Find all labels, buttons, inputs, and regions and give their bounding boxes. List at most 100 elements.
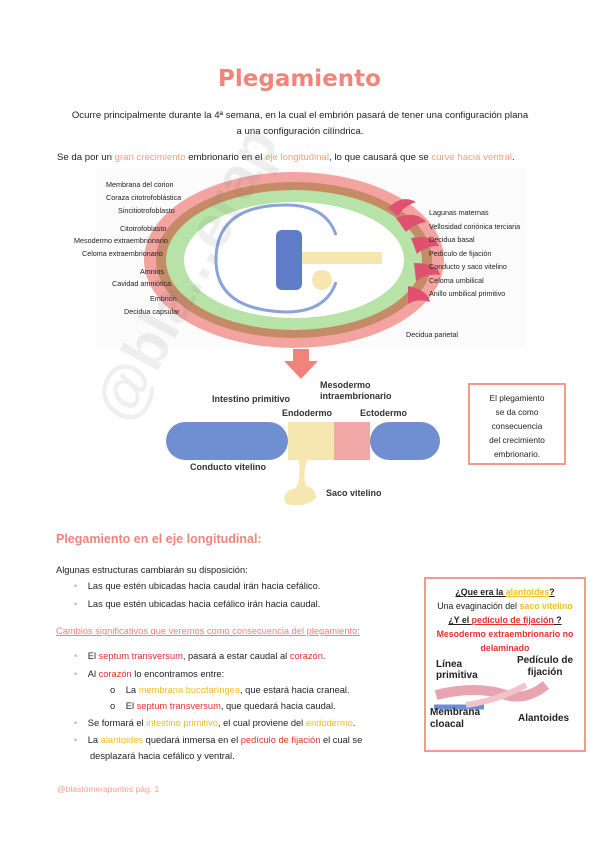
structures-bullet-1: • Las que estén ubicadas hacia caudal ir… (74, 581, 320, 591)
text-span: La (125, 685, 139, 695)
highlight-intestino: intestino primitivo (146, 718, 218, 728)
text-span: quedará inmersa en el (143, 735, 241, 745)
bullet-icon: • (74, 735, 78, 745)
text-span: Se da por un (57, 152, 115, 163)
text-span: ¿Que era la (455, 587, 506, 597)
label-pediculo-fijacion: Pedículo de fijación (516, 655, 574, 678)
text-span: Al (87, 669, 99, 679)
note-line: embrionario. (493, 449, 541, 459)
uterus-diagram: Membrana del corion Coraza citotrofoblás… (74, 168, 526, 348)
label-vellosidad: Vellosidad coriónica terciaria (429, 222, 521, 231)
text-span: ? (549, 587, 555, 597)
note-line: consecuencia (491, 421, 543, 431)
highlight-alantoides: alantoides (100, 735, 144, 745)
sub-bullet-icon: o (110, 701, 116, 711)
text-span: El (87, 651, 99, 661)
text-span: lo encontramos entre: (131, 669, 225, 679)
label-citotrofo: Citotrofoblasto (120, 224, 167, 233)
text-span: Se formará el (87, 718, 147, 728)
text-span: La (87, 735, 101, 745)
bullet-text: Las que estén ubicadas hacia cefálico ir… (87, 599, 321, 609)
change-bullet-1: • El septum transversum, pasará a estar … (74, 651, 325, 661)
side-q2: ¿Y el pedículo de fijación ? (426, 613, 584, 627)
label-embrion: Embrión (150, 294, 177, 303)
label-decidua-parietal: Decidua parietal (406, 330, 458, 339)
text-span: . (511, 152, 515, 163)
page-title: Plegamiento (218, 66, 381, 92)
label-ectodermo: Ectodermo (360, 408, 408, 418)
change-sub-1: o La membrana bucofaríngea, que estará h… (110, 685, 350, 695)
text-span: , el cual proviene del (217, 718, 306, 728)
highlight-endodermo: endodermo (305, 718, 353, 728)
note-box: El plegamiento se da como consecuencia d… (468, 383, 566, 465)
highlight-alantoides: alantoides (505, 587, 550, 597)
highlight-saco-vitelino: saco vitelino (519, 601, 573, 611)
highlight-gran-crecimiento: gran crecimiento (114, 152, 186, 163)
label-amnios: Amnios (140, 267, 164, 276)
label-membrana-corion: Membrana del corion (106, 180, 174, 189)
label-endodermo: Endodermo (282, 408, 333, 418)
structures-bullet-2: • Las que estén ubicadas hacia cefálico … (74, 599, 320, 609)
change-sub-2: o El septum transversum, que quedará hac… (110, 701, 336, 711)
change-bullet-4-cont: desplazará hacia cefálico y ventral. (90, 751, 235, 761)
highlight-corazon: corazón (98, 669, 132, 679)
alantoides-illustration (434, 680, 550, 710)
side-q1: ¿Que era la alantoides? (426, 585, 584, 599)
label-intestino-primitivo: Intestino primitivo (212, 394, 291, 404)
label-saco-vitelino: Saco vitelino (326, 488, 382, 498)
sub-bullet-icon: o (110, 685, 116, 695)
footer: @blastomerapuntes pág. 1 (57, 784, 160, 794)
label-conducto-vitelino: Conducto vitelino (190, 462, 266, 472)
label-mesodermo-intra: Mesodermo intraembrionario (320, 380, 392, 401)
text-span: ¿Y el (448, 615, 472, 625)
label-membrana-cloacal: Membrana cloacal (430, 707, 481, 730)
highlight-eje-longitudinal: eje longitudinal (265, 152, 330, 163)
text-span: ? (553, 615, 562, 625)
label-celoma-umbilical: Celoma umbilical (429, 276, 484, 285)
gut-tube-diagram: Intestino primitivo Mesodermo intraembri… (160, 378, 450, 510)
changes-heading: Cambios significativos que veremos como … (56, 626, 360, 636)
intro-line-1: Ocurre principalmente durante la 4ª sema… (71, 110, 529, 121)
label-cavidad-amniotica: Cavidad amniótica (112, 279, 172, 288)
uterus-illustration (96, 168, 526, 348)
change-bullet-3: • Se formará el intestino primitivo, el … (74, 718, 355, 728)
side-a1: Una evaginación del saco vitelino (426, 599, 584, 613)
text-span: . (322, 651, 326, 661)
label-sincitio: Sincitiotrofoblasto (118, 206, 175, 215)
bullet-icon: • (74, 669, 78, 679)
text-span: . (352, 718, 356, 728)
highlight-pediculo: pedículo de fijación (471, 615, 554, 625)
label-linea-primitiva: Línea primitiva (436, 659, 478, 681)
side-a2: Mesodermo extraembrionario no delaminado (436, 629, 574, 653)
label-conducto-saco: Conducto y saco vitelino (429, 262, 507, 271)
label-lagunas: Lagunas maternas (429, 208, 489, 217)
bullet-text: Las que estén ubicadas hacia caudal irán… (87, 581, 321, 591)
text-span: , lo que causará que se (329, 152, 432, 163)
label-alantoides: Alantoides (518, 713, 570, 724)
gut-tube-illustration (166, 422, 440, 506)
highlight-corazon: corazón (289, 651, 323, 661)
arrow-down-icon (284, 349, 318, 379)
bullet-icon: • (74, 581, 78, 591)
text-span: el cual se (320, 735, 363, 745)
bullet-icon: • (74, 718, 78, 728)
highlight-septum: septum transversum (98, 651, 183, 661)
note-line: se da como (495, 407, 539, 417)
note-line: del crecimiento (489, 435, 545, 445)
text-span: Una evaginación del (437, 601, 520, 611)
label-pediculo: Pedículo de fijación (429, 249, 492, 258)
highlight-membrana-bucofaringea: membrana bucofaríngea (138, 685, 240, 695)
text-span: embrionario en el (185, 152, 265, 163)
note-line: El plegamiento (489, 393, 545, 403)
text-span: El (125, 701, 137, 711)
intro-line-2: a una configuración cilíndrica. (236, 126, 364, 137)
highlight-pediculo: pedículo de fijación (240, 735, 321, 745)
label-celoma-extra: Celoma extraembrionario (82, 249, 163, 258)
side-box: ¿Que era la alantoides? Una evaginación … (424, 577, 586, 752)
section-heading: Plegamiento en el eje longitudinal: (56, 532, 262, 546)
change-bullet-2: • Al corazón lo encontramos entre: (74, 669, 224, 679)
text-span: , que estará hacia craneal. (240, 685, 350, 695)
label-mesodermo-extra: Mesodermo extraembrionario (74, 236, 168, 245)
label-coraza: Coraza citotrofoblástica (106, 193, 182, 202)
label-decidua-capsular: Decidua capsular (124, 307, 180, 316)
